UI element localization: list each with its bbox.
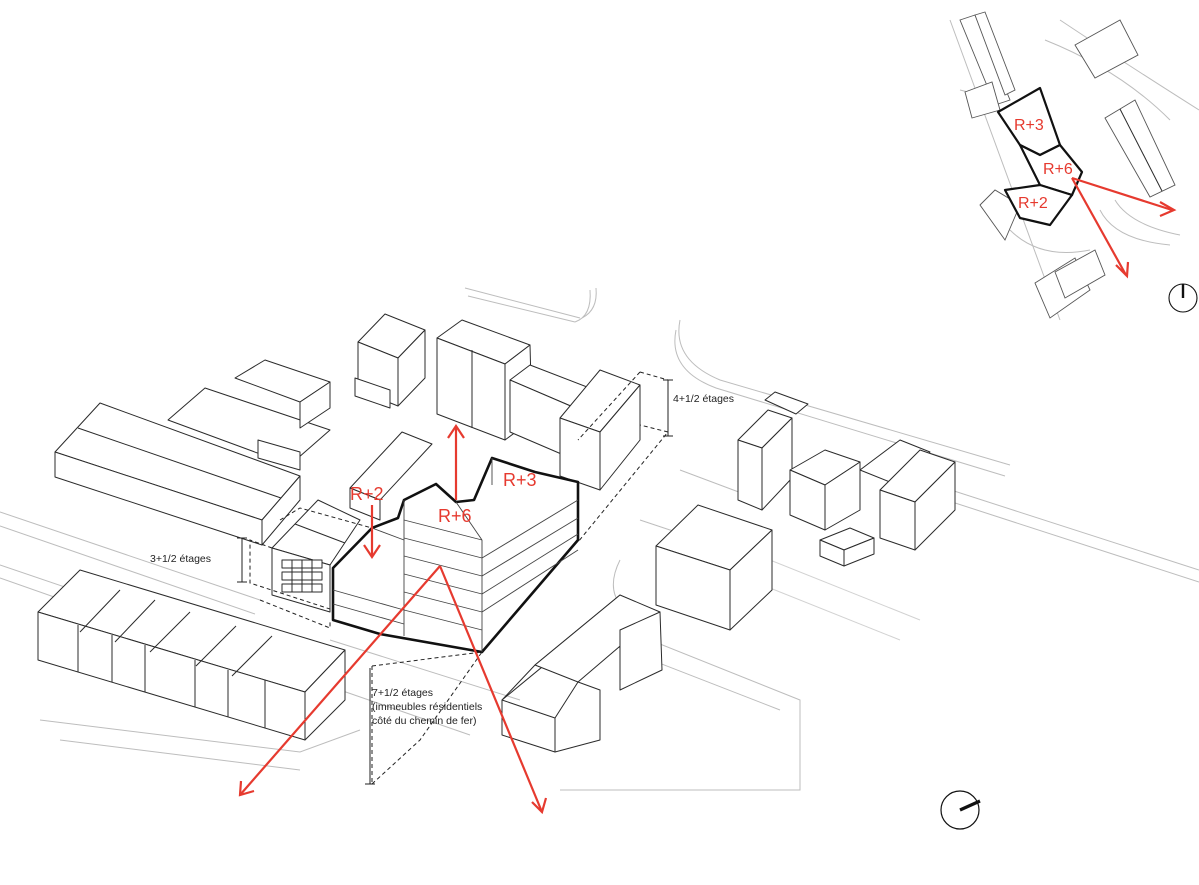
- r2-existing-building: [271, 499, 361, 613]
- dimension-markers: [237, 379, 673, 785]
- annotation-right-height: 4+1/2 étages: [673, 393, 734, 405]
- context-buildings: [37, 313, 956, 753]
- street-context: [0, 287, 1199, 791]
- level-labels: R+2 R+3 R+6: [350, 470, 537, 526]
- plan-label-r3: R+3: [1014, 117, 1044, 134]
- annotation-bottom-note-2: côté du chemin de fer): [372, 715, 476, 727]
- envelope-dashed: [249, 371, 669, 785]
- floor-lines: [332, 458, 579, 652]
- view-arrows: [238, 424, 548, 815]
- annotation-left-height: 3+1/2 étages: [150, 553, 211, 565]
- plan-label-r2: R+2: [1018, 195, 1048, 212]
- inset-plan: R+3 R+6 R+2: [949, 11, 1199, 321]
- label-r3: R+3: [503, 470, 537, 490]
- annotation-bottom-note-1: (immeubles résidentiels: [372, 701, 482, 713]
- label-r6: R+6: [438, 506, 472, 526]
- annotations: 4+1/2 étages 3+1/2 étages 7+1/2 étages (…: [150, 393, 734, 727]
- plan-label-r6: R+6: [1043, 161, 1073, 178]
- north-arrow-icon: [1168, 283, 1198, 313]
- north-arrow-icon: [940, 790, 981, 830]
- annotation-bottom-height: 7+1/2 étages: [372, 687, 433, 699]
- label-r2: R+2: [350, 484, 384, 504]
- project-mass: [331, 456, 580, 654]
- window-grid: [281, 559, 323, 593]
